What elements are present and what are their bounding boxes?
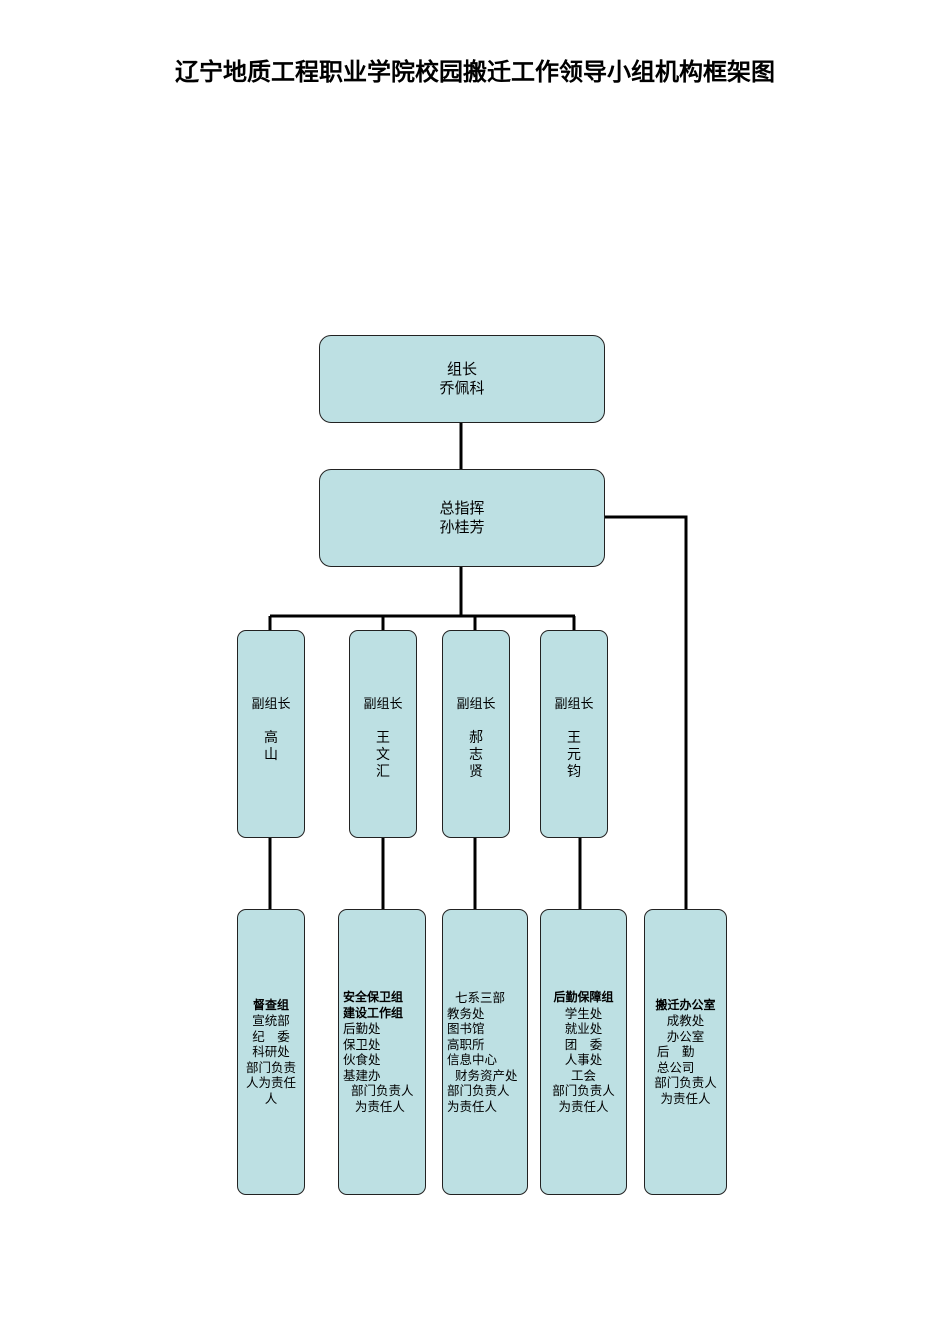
group-member: 为责任人 xyxy=(660,1090,711,1106)
leader-name: 乔佩科 xyxy=(439,379,485,397)
group-member: 纪 委 xyxy=(252,1028,290,1044)
group-member: 部门负责人 xyxy=(552,1083,615,1098)
group-member: 人事处 xyxy=(564,1052,603,1067)
group-member: 为责任人 xyxy=(558,1098,609,1114)
group-member: 部门负责人 xyxy=(447,1083,510,1098)
group-member: 七系三部 xyxy=(447,990,505,1005)
group-member: 图书馆 xyxy=(447,1021,485,1036)
group-box-departments: 七系三部教务处图书馆高职所信息中心 财务资产处部门负责人为责任人 xyxy=(442,909,528,1195)
group-member: 保卫处 xyxy=(343,1036,381,1052)
group-box-logistics: 后勤保障组学生处就业处团 委人事处工会部门负责人为责任人 xyxy=(540,909,627,1195)
deputy-name: 王元钧 xyxy=(567,730,581,780)
group-member: 学生处 xyxy=(564,1005,603,1021)
group-member: 工会 xyxy=(570,1067,596,1083)
group-member: 教务处 xyxy=(447,1005,485,1021)
group-member: 为责任人 xyxy=(343,1098,405,1114)
group-heading: 建设工作组 xyxy=(343,1005,404,1020)
group-member: 部门负责人 xyxy=(343,1083,414,1098)
group-member: 财务资产处 xyxy=(447,1067,518,1083)
page-title: 辽宁地质工程职业学院校园搬迁工作领导小组机构框架图 xyxy=(175,57,775,86)
deputy-role: 副组长 xyxy=(456,697,496,712)
group-member: 后勤处 xyxy=(343,1021,381,1036)
deputy-name: 郝志贤 xyxy=(469,730,483,780)
group-member: 信息中心 xyxy=(447,1052,498,1067)
deputy-name: 高 山 xyxy=(264,730,278,763)
group-member: 部门负责人 xyxy=(654,1075,717,1091)
group-member: 为责任人 xyxy=(447,1098,498,1114)
group-heading: 安全保卫组 xyxy=(343,990,404,1004)
group-heading: 后勤保障组 xyxy=(553,990,614,1004)
commander-role: 总指挥 xyxy=(439,499,485,517)
group-box-supervision: 督查组宣统部纪 委科研处部门负责人为责任人 xyxy=(237,909,305,1195)
group-member: 人 xyxy=(264,1090,278,1106)
deputy-box: 副组长 郝志贤 xyxy=(442,630,510,838)
group-member: 成教处 xyxy=(666,1013,705,1029)
deputy-box: 副组长 王文汇 xyxy=(349,630,417,838)
group-heading: 督查组 xyxy=(252,997,289,1012)
group-member: 基建办 xyxy=(343,1067,381,1083)
connector-commander-office xyxy=(604,515,688,909)
deputy-name: 王文汇 xyxy=(376,730,390,780)
group-member: 科研处 xyxy=(252,1044,290,1060)
deputy-role: 副组长 xyxy=(363,697,403,712)
group-member: 就业处 xyxy=(564,1021,603,1036)
group-member: 总公司 xyxy=(656,1059,715,1075)
group-member: 办公室 xyxy=(666,1028,705,1044)
deputy-role: 副组长 xyxy=(554,697,594,712)
deputy-box: 副组长 王元钧 xyxy=(540,630,608,838)
group-box-relocation-office: 搬迁办公室成教处办公室后 勤 总公司 部门负责人为责任人 xyxy=(644,909,727,1195)
group-box-security: 安全保卫组建设工作组后勤处保卫处伙食处基建办 部门负责人 为责任人 xyxy=(338,909,426,1195)
group-member: 部门负责 xyxy=(245,1059,296,1075)
group-heading: 搬迁办公室 xyxy=(655,997,716,1012)
group-member: 团 委 xyxy=(564,1036,603,1052)
group-member: 人为责任 xyxy=(245,1075,296,1091)
deputy-box: 副组长 高 山 xyxy=(237,630,305,838)
group-member: 宣统部 xyxy=(252,1013,290,1029)
commander-box: 总指挥 孙桂芳 xyxy=(319,469,605,567)
leader-role: 组长 xyxy=(446,360,477,378)
group-member: 伙食处 xyxy=(343,1052,381,1067)
group-member: 后 勤 xyxy=(656,1044,715,1060)
leader-box: 组长 乔佩科 xyxy=(319,335,605,423)
deputy-role: 副组长 xyxy=(251,697,291,712)
group-member: 高职所 xyxy=(447,1036,485,1052)
commander-name: 孙桂芳 xyxy=(439,518,485,536)
